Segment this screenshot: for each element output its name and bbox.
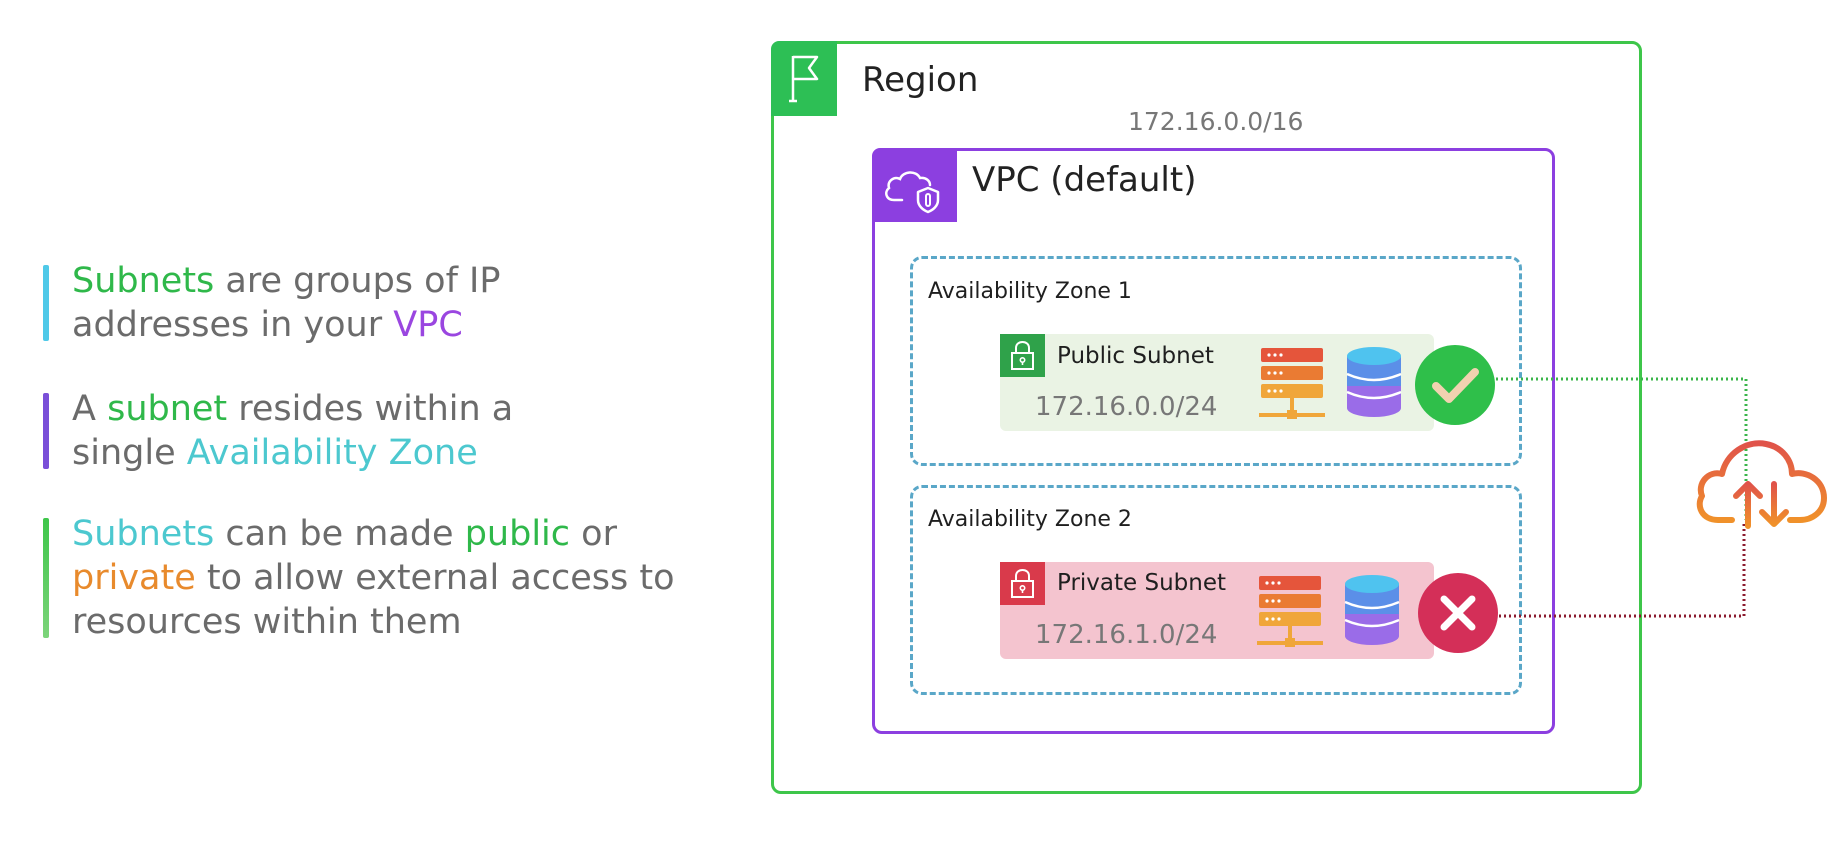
database-icon [1346, 347, 1402, 417]
bullet-bar [43, 393, 49, 469]
highlight-public: public [464, 514, 571, 554]
bullet-line: Subnets can be made public or [72, 512, 675, 556]
highlight-subnets: Subnets [72, 514, 215, 554]
bullet-subnets-definition: Subnets are groups of IP addresses in yo… [43, 259, 500, 347]
bullet-text: resources within them [72, 602, 462, 642]
highlight-vpc: VPC [393, 305, 463, 345]
bullet-line: private to allow external access to [72, 556, 675, 600]
highlight-availability-zone: Availability Zone [186, 433, 478, 473]
flag-icon [771, 41, 837, 116]
vpc-box [872, 148, 1555, 734]
bullet-text: A [72, 389, 108, 429]
availability-zone-title: Availability Zone 1 [928, 279, 1132, 304]
bullet-subnet-az: A subnet resides within a single Availab… [43, 387, 513, 475]
bullet-line: resources within them [72, 600, 675, 644]
lock-icon [1000, 562, 1045, 605]
subnet-cidr: 172.16.1.0/24 [1035, 620, 1218, 650]
availability-zone-2 [910, 485, 1522, 695]
cloud-shield-icon [872, 148, 957, 222]
availability-zone-title: Availability Zone 2 [928, 507, 1132, 532]
lock-icon [1000, 334, 1045, 377]
subnet-name: Private Subnet [1057, 570, 1227, 596]
bullet-line: single Availability Zone [72, 431, 513, 475]
x-icon [1418, 573, 1498, 653]
cloud-upload-download-icon [1696, 440, 1827, 529]
bullet-text: can be made [214, 514, 465, 554]
bullet-text: or [570, 514, 617, 554]
bullet-public-private: Subnets can be made public or private to… [43, 512, 675, 644]
highlight-subnets: Subnets [72, 261, 215, 301]
bullet-text: resides within a [227, 389, 514, 429]
vpc-cidr: 172.16.0.0/16 [1128, 107, 1304, 136]
bullet-bar [43, 518, 49, 638]
bullet-line: A subnet resides within a [72, 387, 513, 431]
bullet-text: to allow external access to [195, 558, 675, 598]
database-icon [1344, 575, 1400, 645]
vpc-title: VPC (default) [972, 160, 1197, 200]
check-icon [1415, 345, 1495, 425]
server-icon [1259, 348, 1325, 419]
private-connector [1499, 522, 1746, 618]
region-box [771, 41, 1642, 794]
subnet-cidr: 172.16.0.0/24 [1035, 392, 1218, 422]
bullet-text: addresses in your [72, 305, 394, 345]
region-title: Region [862, 60, 979, 100]
availability-zone-1 [910, 256, 1522, 466]
subnet-name: Public Subnet [1057, 343, 1214, 369]
server-icon [1257, 576, 1323, 647]
bullet-line: addresses in your VPC [72, 303, 500, 347]
bullet-bar [43, 265, 49, 341]
highlight-subnet: subnet [107, 389, 228, 429]
highlight-private: private [72, 558, 196, 598]
public-connector [1496, 377, 1748, 520]
bullet-line: Subnets are groups of IP [72, 259, 500, 303]
bullet-text: are groups of IP [214, 261, 501, 301]
bullet-text: single [72, 433, 187, 473]
